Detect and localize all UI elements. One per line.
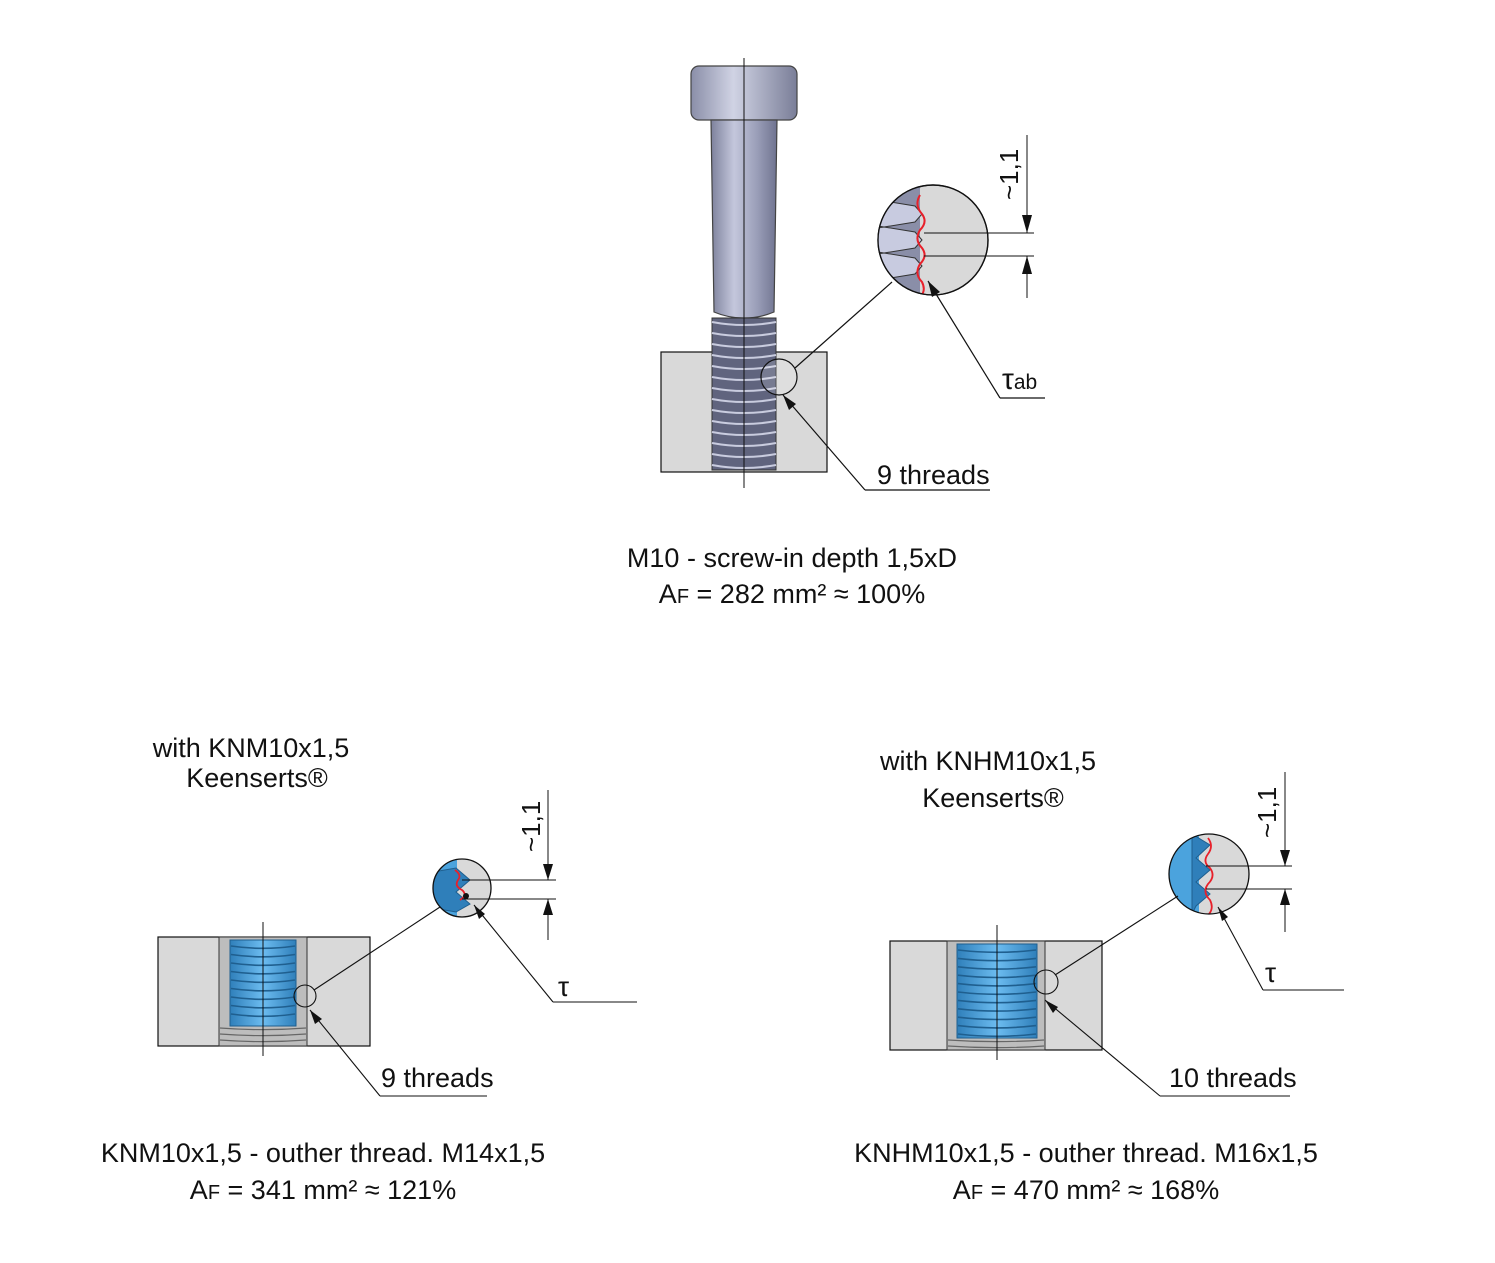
right-threads-leader <box>1044 999 1161 1097</box>
left-tau-label: τ <box>558 971 569 1002</box>
left-threads-arrow <box>310 1010 322 1024</box>
top-threads-leader <box>782 394 866 491</box>
right-detail-magnified <box>1168 833 1250 915</box>
left-threads-leader <box>309 1009 381 1097</box>
right-title-line2: Keenserts® <box>922 783 1064 813</box>
right-tau-label: τ <box>1265 957 1276 988</box>
top-detail-connector <box>794 281 893 369</box>
left-dim-arrow-1 <box>543 864 553 880</box>
left-dim-arrow-2 <box>543 899 553 915</box>
top-threads-arrow <box>783 395 796 410</box>
left-detail-marker <box>293 984 317 1008</box>
right-title-line1: with KNHM10x1,5 <box>879 746 1096 776</box>
right-dim-arrow-2 <box>1280 889 1290 905</box>
left-caption-line1: KNM10x1,5 - outher thread. M14x1,5 <box>101 1138 545 1168</box>
right-dim-arrow-1 <box>1280 850 1290 866</box>
thread-line <box>947 1045 1045 1049</box>
right-threads-label: 10 threads <box>1169 1063 1297 1093</box>
right-tau-leader <box>1217 906 1264 991</box>
thread-line <box>947 1039 1045 1043</box>
top-detail-marker <box>760 358 798 396</box>
right-tau-arrow <box>1218 907 1228 921</box>
top-dim-arrow-2 <box>1022 256 1032 274</box>
left-title-line2: Keenserts® <box>186 763 328 793</box>
top-tau-leader <box>927 280 1001 399</box>
top-detail-magnified <box>877 184 989 296</box>
top-dimension-label: ~1,1 <box>994 149 1024 200</box>
left-detail-magnified <box>432 858 492 918</box>
top-caption-line1: M10 - screw-in depth 1,5xD <box>627 543 957 573</box>
left-threads-label: 9 threads <box>381 1063 494 1093</box>
top-caption-line2: AF = 282 mm² ≈ 100% <box>659 579 925 609</box>
top-tau-arrow <box>928 281 940 297</box>
top-dim-arrow-1 <box>1022 215 1032 233</box>
right-dimension-label: ~1,1 <box>1252 787 1282 838</box>
left-tau-leader <box>473 904 554 1003</box>
right-threads-arrow <box>1045 1000 1058 1013</box>
left-detail-connector <box>313 906 441 991</box>
top-figure: ~1,1 τab 9 threads M10 - screw-in depth … <box>627 58 1045 609</box>
left-figure: with KNM10x1,5 Keenserts® ~1,1 τ <box>101 733 637 1205</box>
right-detail-connector <box>1054 895 1179 976</box>
right-detail-marker <box>1033 969 1059 995</box>
right-caption-line2: AF = 470 mm² ≈ 168% <box>953 1175 1219 1205</box>
top-threads-label: 9 threads <box>877 460 990 490</box>
left-caption-line2: AF = 341 mm² ≈ 121% <box>190 1175 456 1205</box>
left-dimension-label: ~1,1 <box>516 801 546 852</box>
left-title-line1: with KNM10x1,5 <box>152 733 350 763</box>
right-caption-line1: KNHM10x1,5 - outher thread. M16x1,5 <box>854 1138 1318 1168</box>
left-tau-arrow <box>474 905 485 919</box>
right-figure: with KNHM10x1,5 Keenserts® ~1,1 τ <box>854 746 1344 1205</box>
top-tau-label: τab <box>1002 363 1037 396</box>
